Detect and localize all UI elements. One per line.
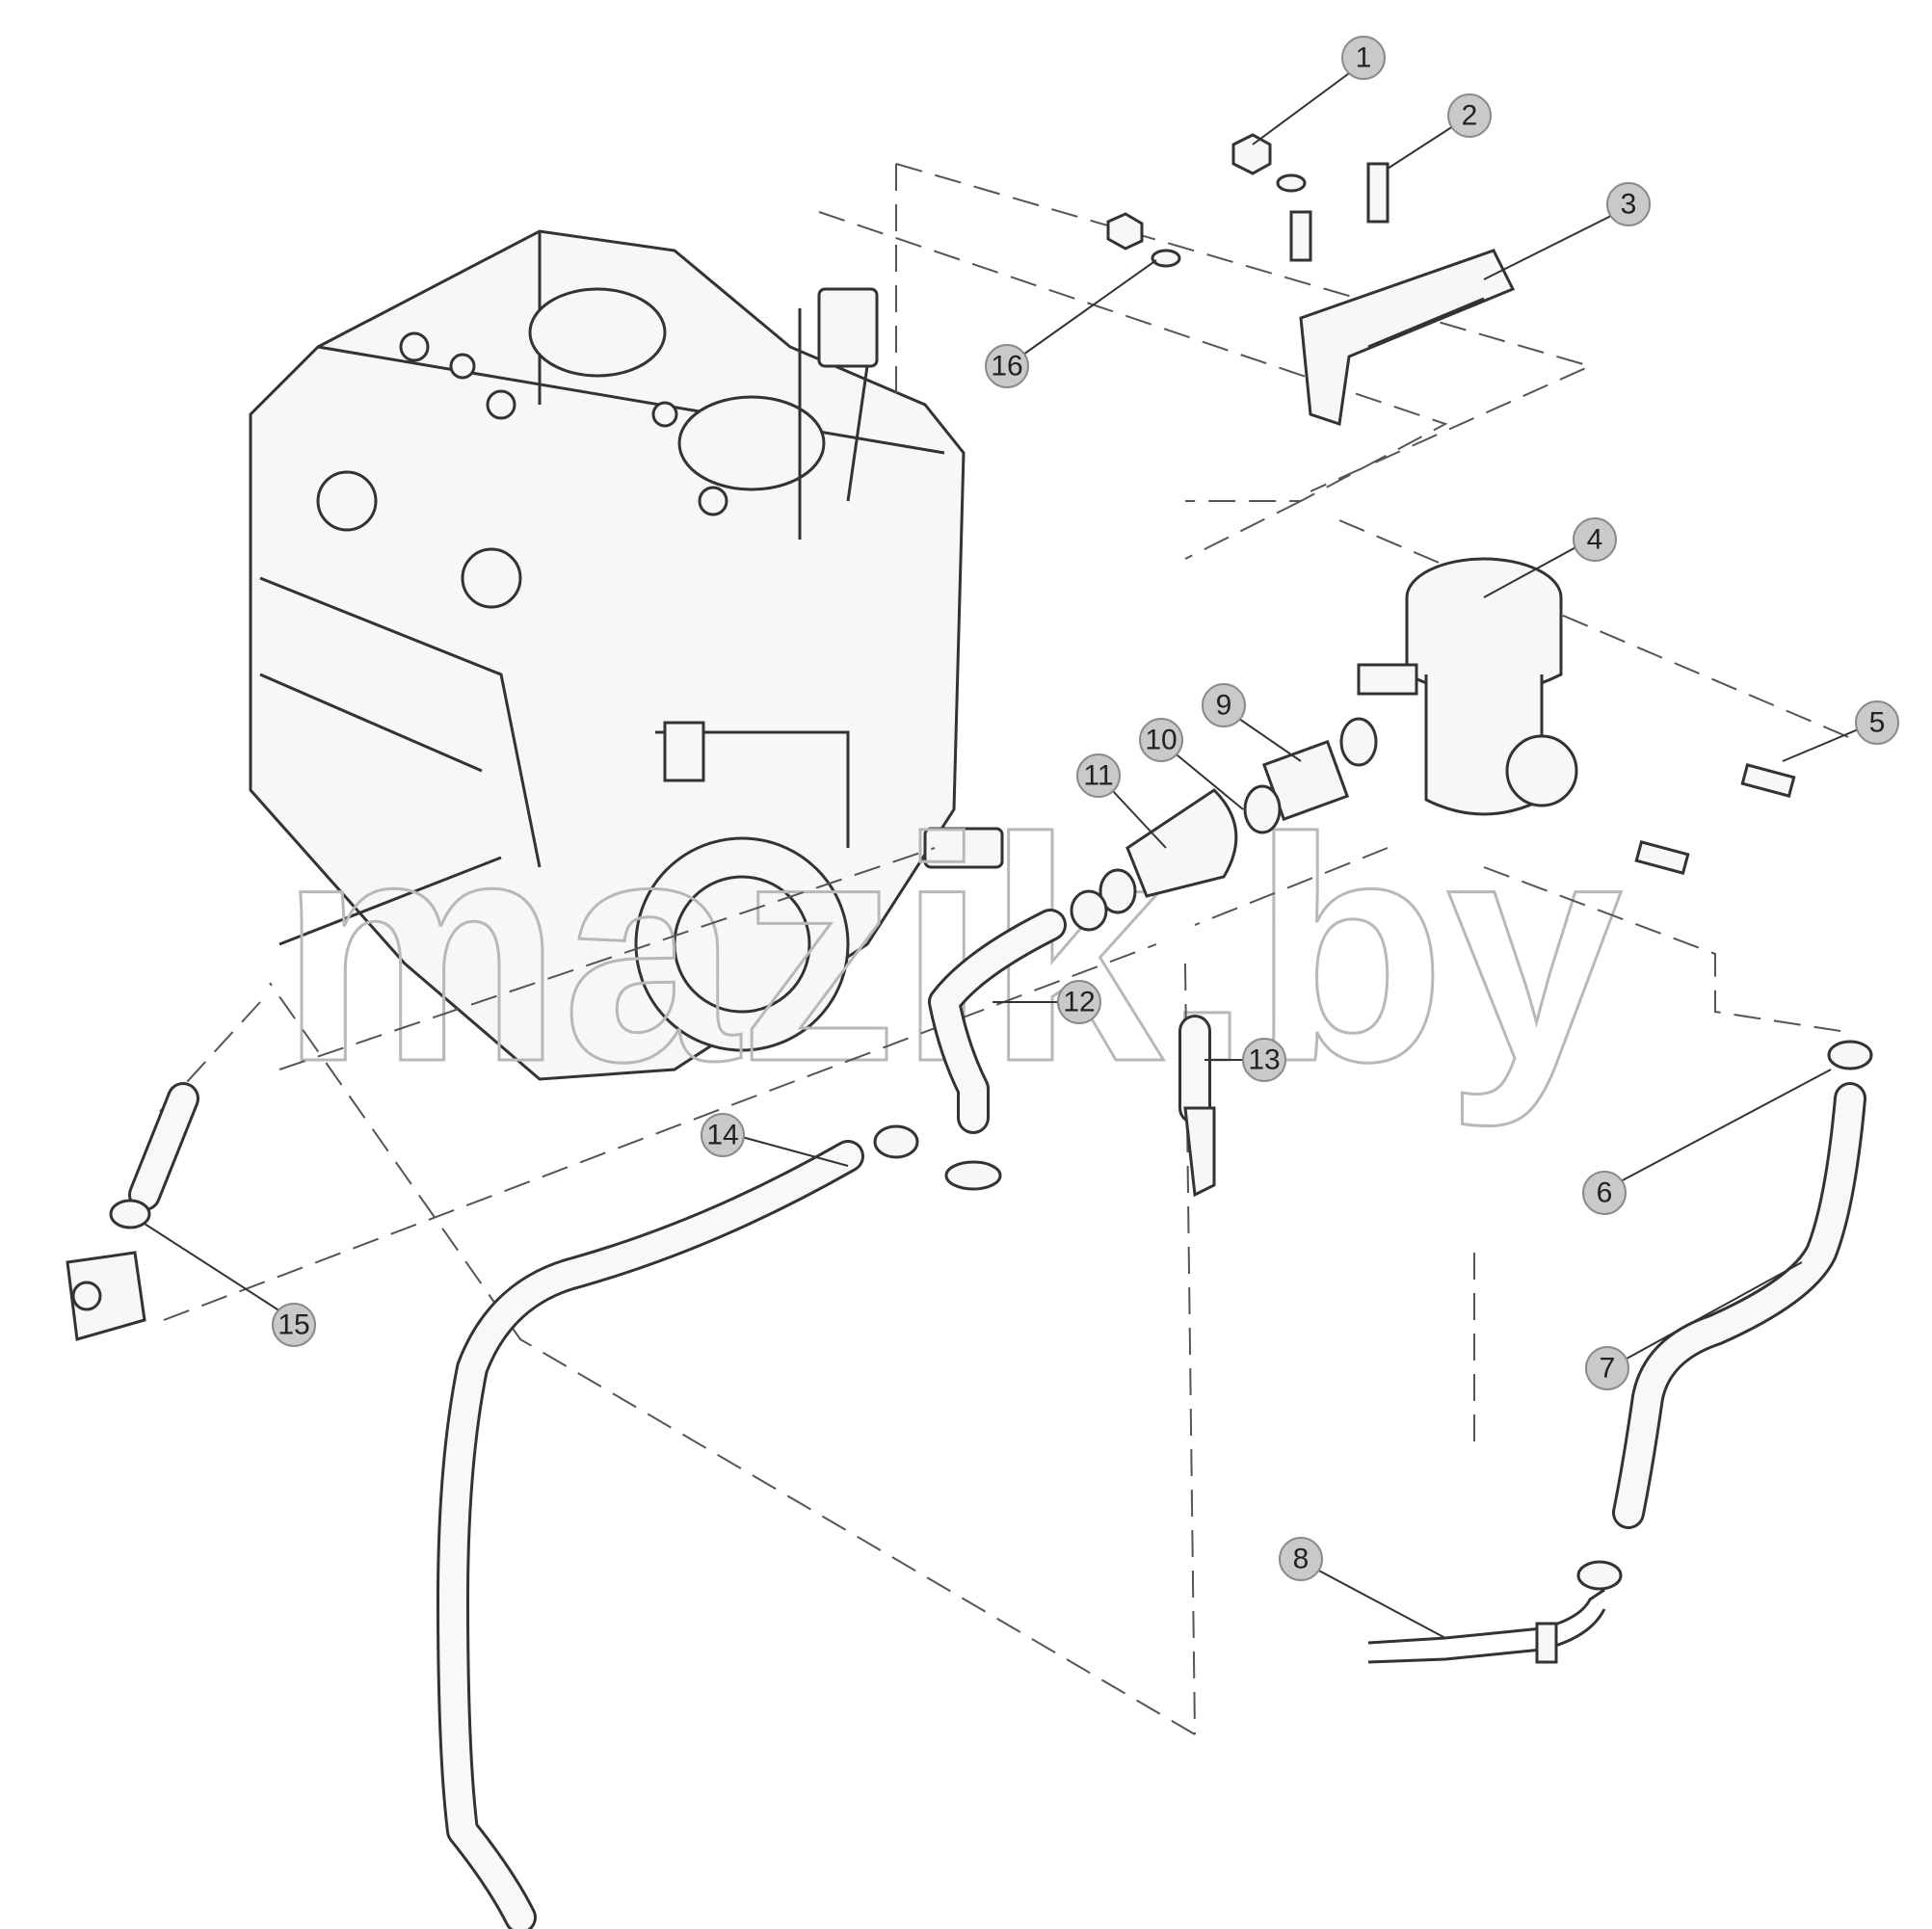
hose-14 [437, 1140, 864, 1929]
callout-13: 13 [1242, 1038, 1286, 1082]
fitting-15 [66, 1082, 199, 1341]
callout-label-12: 12 [1063, 987, 1095, 1018]
callout-15: 15 [272, 1303, 316, 1347]
callout-12: 12 [1057, 980, 1101, 1024]
callout-11: 11 [1076, 753, 1121, 798]
callout-8: 8 [1279, 1537, 1323, 1581]
callout-2: 2 [1447, 93, 1492, 138]
pipe-8 [1367, 1588, 1606, 1664]
bracket [1299, 249, 1516, 426]
callout-1: 1 [1341, 36, 1386, 80]
callout-label-2: 2 [1462, 100, 1478, 132]
callout-14: 14 [701, 1113, 745, 1157]
callout-label-14: 14 [706, 1120, 738, 1151]
callout-label-7: 7 [1600, 1353, 1616, 1385]
callout-label-1: 1 [1356, 42, 1372, 74]
callout-5: 5 [1855, 700, 1899, 745]
engine-block [249, 229, 1004, 1081]
callout-label-6: 6 [1597, 1177, 1613, 1209]
callout-9: 9 [1202, 683, 1246, 727]
callout-6: 6 [1582, 1171, 1627, 1215]
callout-7: 7 [1585, 1346, 1629, 1390]
callout-label-4: 4 [1587, 524, 1603, 556]
callout-label-3: 3 [1621, 189, 1637, 221]
callout-label-8: 8 [1293, 1544, 1310, 1575]
callout-16: 16 [985, 344, 1029, 388]
callout-label-5: 5 [1869, 707, 1886, 739]
connector-parts [1070, 717, 1378, 932]
callout-4: 4 [1573, 517, 1617, 562]
callout-label-11: 11 [1083, 760, 1113, 792]
callout-10: 10 [1139, 718, 1183, 762]
callout-label-13: 13 [1248, 1044, 1280, 1076]
callout-3: 3 [1606, 182, 1651, 226]
fasteners [1106, 133, 1796, 875]
callout-label-10: 10 [1145, 725, 1177, 756]
callout-label-9: 9 [1216, 690, 1232, 722]
callout-label-15: 15 [278, 1309, 309, 1341]
oil-separator [1357, 557, 1578, 816]
callout-label-16: 16 [991, 351, 1022, 383]
